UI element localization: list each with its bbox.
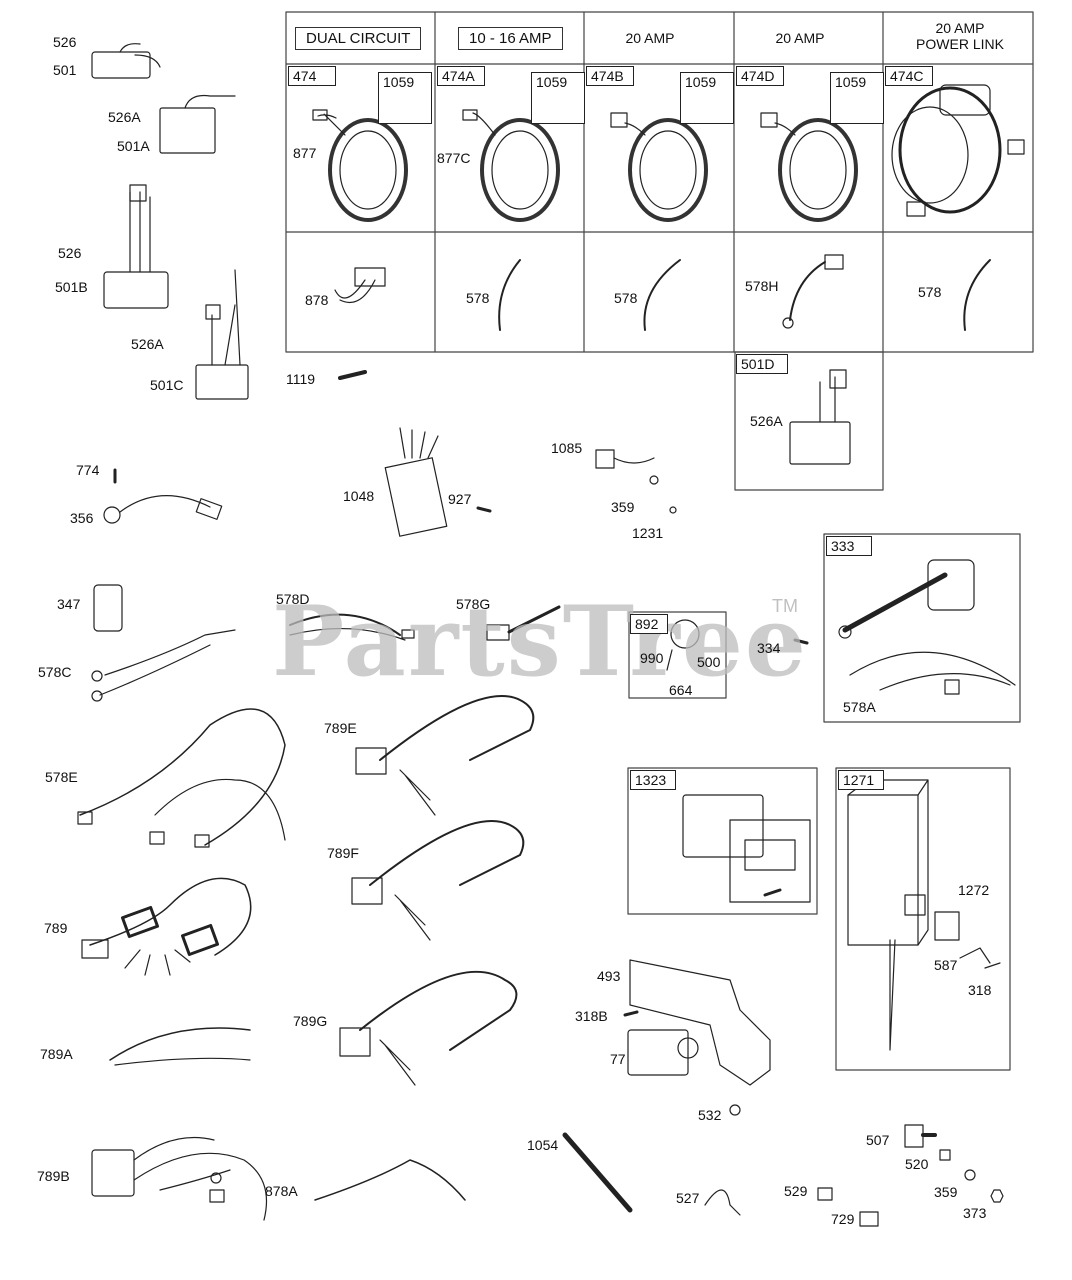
- header-10-16-amp: 10 - 16 AMP: [458, 27, 563, 50]
- part-label-318b: 318B: [575, 1008, 608, 1024]
- part-label-526: 526: [53, 34, 77, 50]
- box-label-1059-b: 1059: [531, 72, 585, 124]
- left-mid-parts: [91, 468, 236, 702]
- part-label-1048: 1048: [343, 488, 375, 504]
- part-label-507: 507: [866, 1132, 890, 1148]
- regulators-left: [91, 43, 249, 400]
- bottom-hardware: [562, 1124, 1004, 1227]
- part-label-77: 77: [610, 1051, 626, 1067]
- box-label-1059-d: 1059: [830, 72, 884, 124]
- part-label-1085: 1085: [551, 440, 583, 456]
- part-label-729: 729: [831, 1211, 855, 1227]
- part-label-1054: 1054: [527, 1137, 559, 1153]
- part-label-334: 334: [757, 640, 781, 656]
- key-switch-892: [628, 611, 727, 699]
- part-label-526a: 526A: [750, 413, 783, 429]
- receptacle-1323: [627, 767, 818, 915]
- box-label-333: 333: [826, 536, 872, 556]
- part-label-789: 789: [44, 920, 68, 936]
- part-label-878: 878: [305, 292, 329, 308]
- bracket-493: [623, 959, 771, 1116]
- stator-474b: [610, 112, 708, 222]
- part-label-526a: 526A: [131, 336, 164, 352]
- box-label-1323: 1323: [630, 770, 676, 790]
- part-label-587: 587: [934, 957, 958, 973]
- part-label-578: 578: [614, 290, 638, 306]
- part-label-527: 527: [676, 1190, 700, 1206]
- harnesses-789efg: [339, 695, 535, 1086]
- assembly-333: [793, 533, 1021, 723]
- part-label-774: 774: [76, 462, 100, 478]
- part-label-578: 578: [466, 290, 490, 306]
- part-label-493: 493: [597, 968, 621, 984]
- part-label-359: 359: [611, 499, 635, 515]
- part-label-877: 877: [293, 145, 317, 161]
- part-label-927: 927: [448, 491, 472, 507]
- box-label-474d: 474D: [736, 66, 784, 86]
- part-label-990: 990: [640, 650, 664, 666]
- part-label-318: 318: [968, 982, 992, 998]
- part-label-789a: 789A: [40, 1046, 73, 1062]
- part-label-520: 520: [905, 1156, 929, 1172]
- header-dual-circuit: DUAL CIRCUIT: [295, 27, 422, 50]
- header-power-link-line1: 20 AMP: [935, 20, 985, 36]
- part-label-501b: 501B: [55, 279, 88, 295]
- header-20-amp-d: 20 AMP: [775, 30, 825, 46]
- part-label-347: 347: [57, 596, 81, 612]
- box-label-1059-a: 1059: [378, 72, 432, 124]
- stator-474d: [760, 112, 858, 222]
- part-label-578d: 578D: [276, 591, 310, 607]
- fastener-1059-set: [392, 95, 871, 115]
- part-label-789b: 789B: [37, 1168, 70, 1184]
- stator-grid: [285, 11, 1034, 353]
- leads-row: [334, 254, 991, 331]
- header-power-link-line2: POWER LINK: [916, 36, 1004, 52]
- part-label-664: 664: [669, 682, 693, 698]
- header-20-amp-b: 20 AMP: [625, 30, 675, 46]
- mid-parts: [338, 351, 884, 537]
- part-label-578a: 578A: [843, 699, 876, 715]
- stator-474: [312, 109, 408, 222]
- part-label-878a: 878A: [265, 1183, 298, 1199]
- part-label-789f: 789F: [327, 845, 359, 861]
- box-label-474b: 474B: [586, 66, 634, 86]
- part-label-578g: 578G: [456, 596, 491, 612]
- box-label-474: 474: [288, 66, 336, 86]
- stator-474c: [891, 84, 1025, 217]
- part-label-578e: 578E: [45, 769, 78, 785]
- partstree-watermark: PartsTree: [272, 585, 808, 698]
- part-label-529: 529: [784, 1183, 808, 1199]
- part-label-1119: 1119: [286, 371, 316, 387]
- part-label-1231: 1231: [632, 525, 664, 541]
- box-label-892: 892: [630, 614, 668, 634]
- part-label-501c: 501C: [150, 377, 184, 393]
- part-label-578h: 578H: [745, 278, 779, 294]
- box-label-474c: 474C: [885, 66, 933, 86]
- part-label-501: 501: [53, 62, 77, 78]
- part-label-526a: 526A: [108, 109, 141, 125]
- harness-cluster-left: [77, 708, 466, 1221]
- part-label-359: 359: [934, 1184, 958, 1200]
- part-label-373: 373: [963, 1205, 987, 1221]
- part-label-501a: 501A: [117, 138, 150, 154]
- part-label-578: 578: [918, 284, 942, 300]
- part-label-789g: 789G: [293, 1013, 328, 1029]
- stator-474a: [462, 109, 560, 222]
- box-label-1271: 1271: [838, 770, 884, 790]
- part-label-789e: 789E: [324, 720, 357, 736]
- box-1271: [835, 767, 1011, 1071]
- part-label-526: 526: [58, 245, 82, 261]
- box-label-501d: 501D: [736, 354, 788, 374]
- part-label-532: 532: [698, 1107, 722, 1123]
- part-label-356: 356: [70, 510, 94, 526]
- box-label-474a: 474A: [437, 66, 485, 86]
- part-label-500: 500: [697, 654, 721, 670]
- box-label-1059-c: 1059: [680, 72, 734, 124]
- trademark-mark: TM: [772, 596, 798, 616]
- part-label-1272: 1272: [958, 882, 990, 898]
- harness-578d-578g: [289, 605, 561, 641]
- part-label-578c: 578C: [38, 664, 72, 680]
- part-label-877c: 877C: [437, 150, 471, 166]
